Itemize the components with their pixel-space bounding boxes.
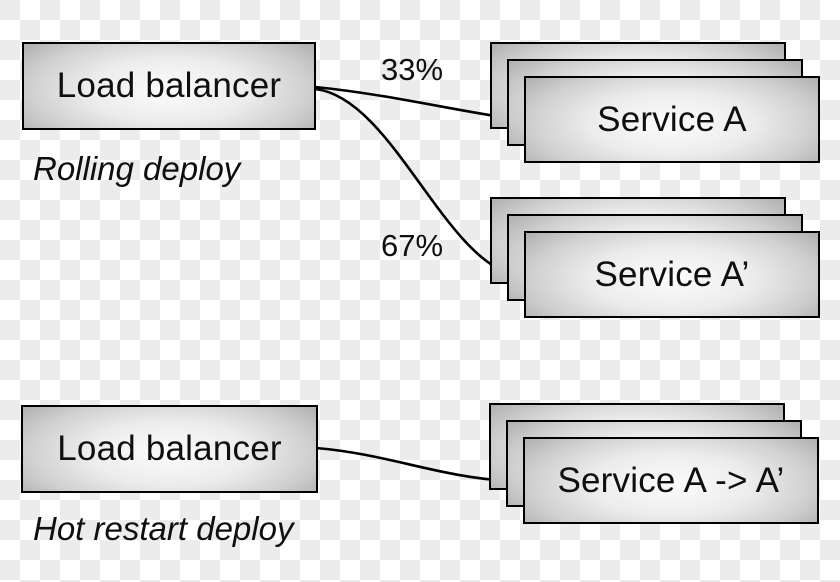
connector-hot-restart-arrow — [315, 446, 510, 487]
label-route-33-percent: 33% — [380, 52, 444, 87]
node-load-balancer-bottom: Load balancer — [21, 405, 318, 493]
node-load-balancer-bottom-label: Load balancer — [57, 429, 282, 468]
node-stack-service-a-to-a-prime: Service A -> A’ — [489, 403, 819, 524]
node-stack-service-a-prime: Service A’ — [490, 197, 820, 318]
node-load-balancer-top-label: Load balancer — [56, 66, 282, 105]
node-service-a-to-a-prime-label: Service A -> A’ — [557, 460, 785, 500]
label-route-67-percent: 67% — [380, 228, 444, 263]
caption-hot-restart-deploy: Hot restart deploy — [33, 510, 294, 547]
node-service-a-prime-label: Service A’ — [594, 254, 750, 294]
connector-33-percent-arrow — [314, 85, 515, 124]
service-a-to-a-prime-stack-card-front: Service A -> A’ — [523, 437, 819, 524]
service-a-prime-stack-card-front: Service A’ — [524, 231, 820, 318]
node-stack-service-a: Service A — [490, 42, 820, 163]
node-service-a-label: Service A — [597, 99, 747, 139]
node-load-balancer-top: Load balancer — [22, 42, 316, 130]
caption-rolling-deploy: Rolling deploy — [33, 150, 241, 187]
service-a-stack-card-front: Service A — [524, 76, 820, 163]
